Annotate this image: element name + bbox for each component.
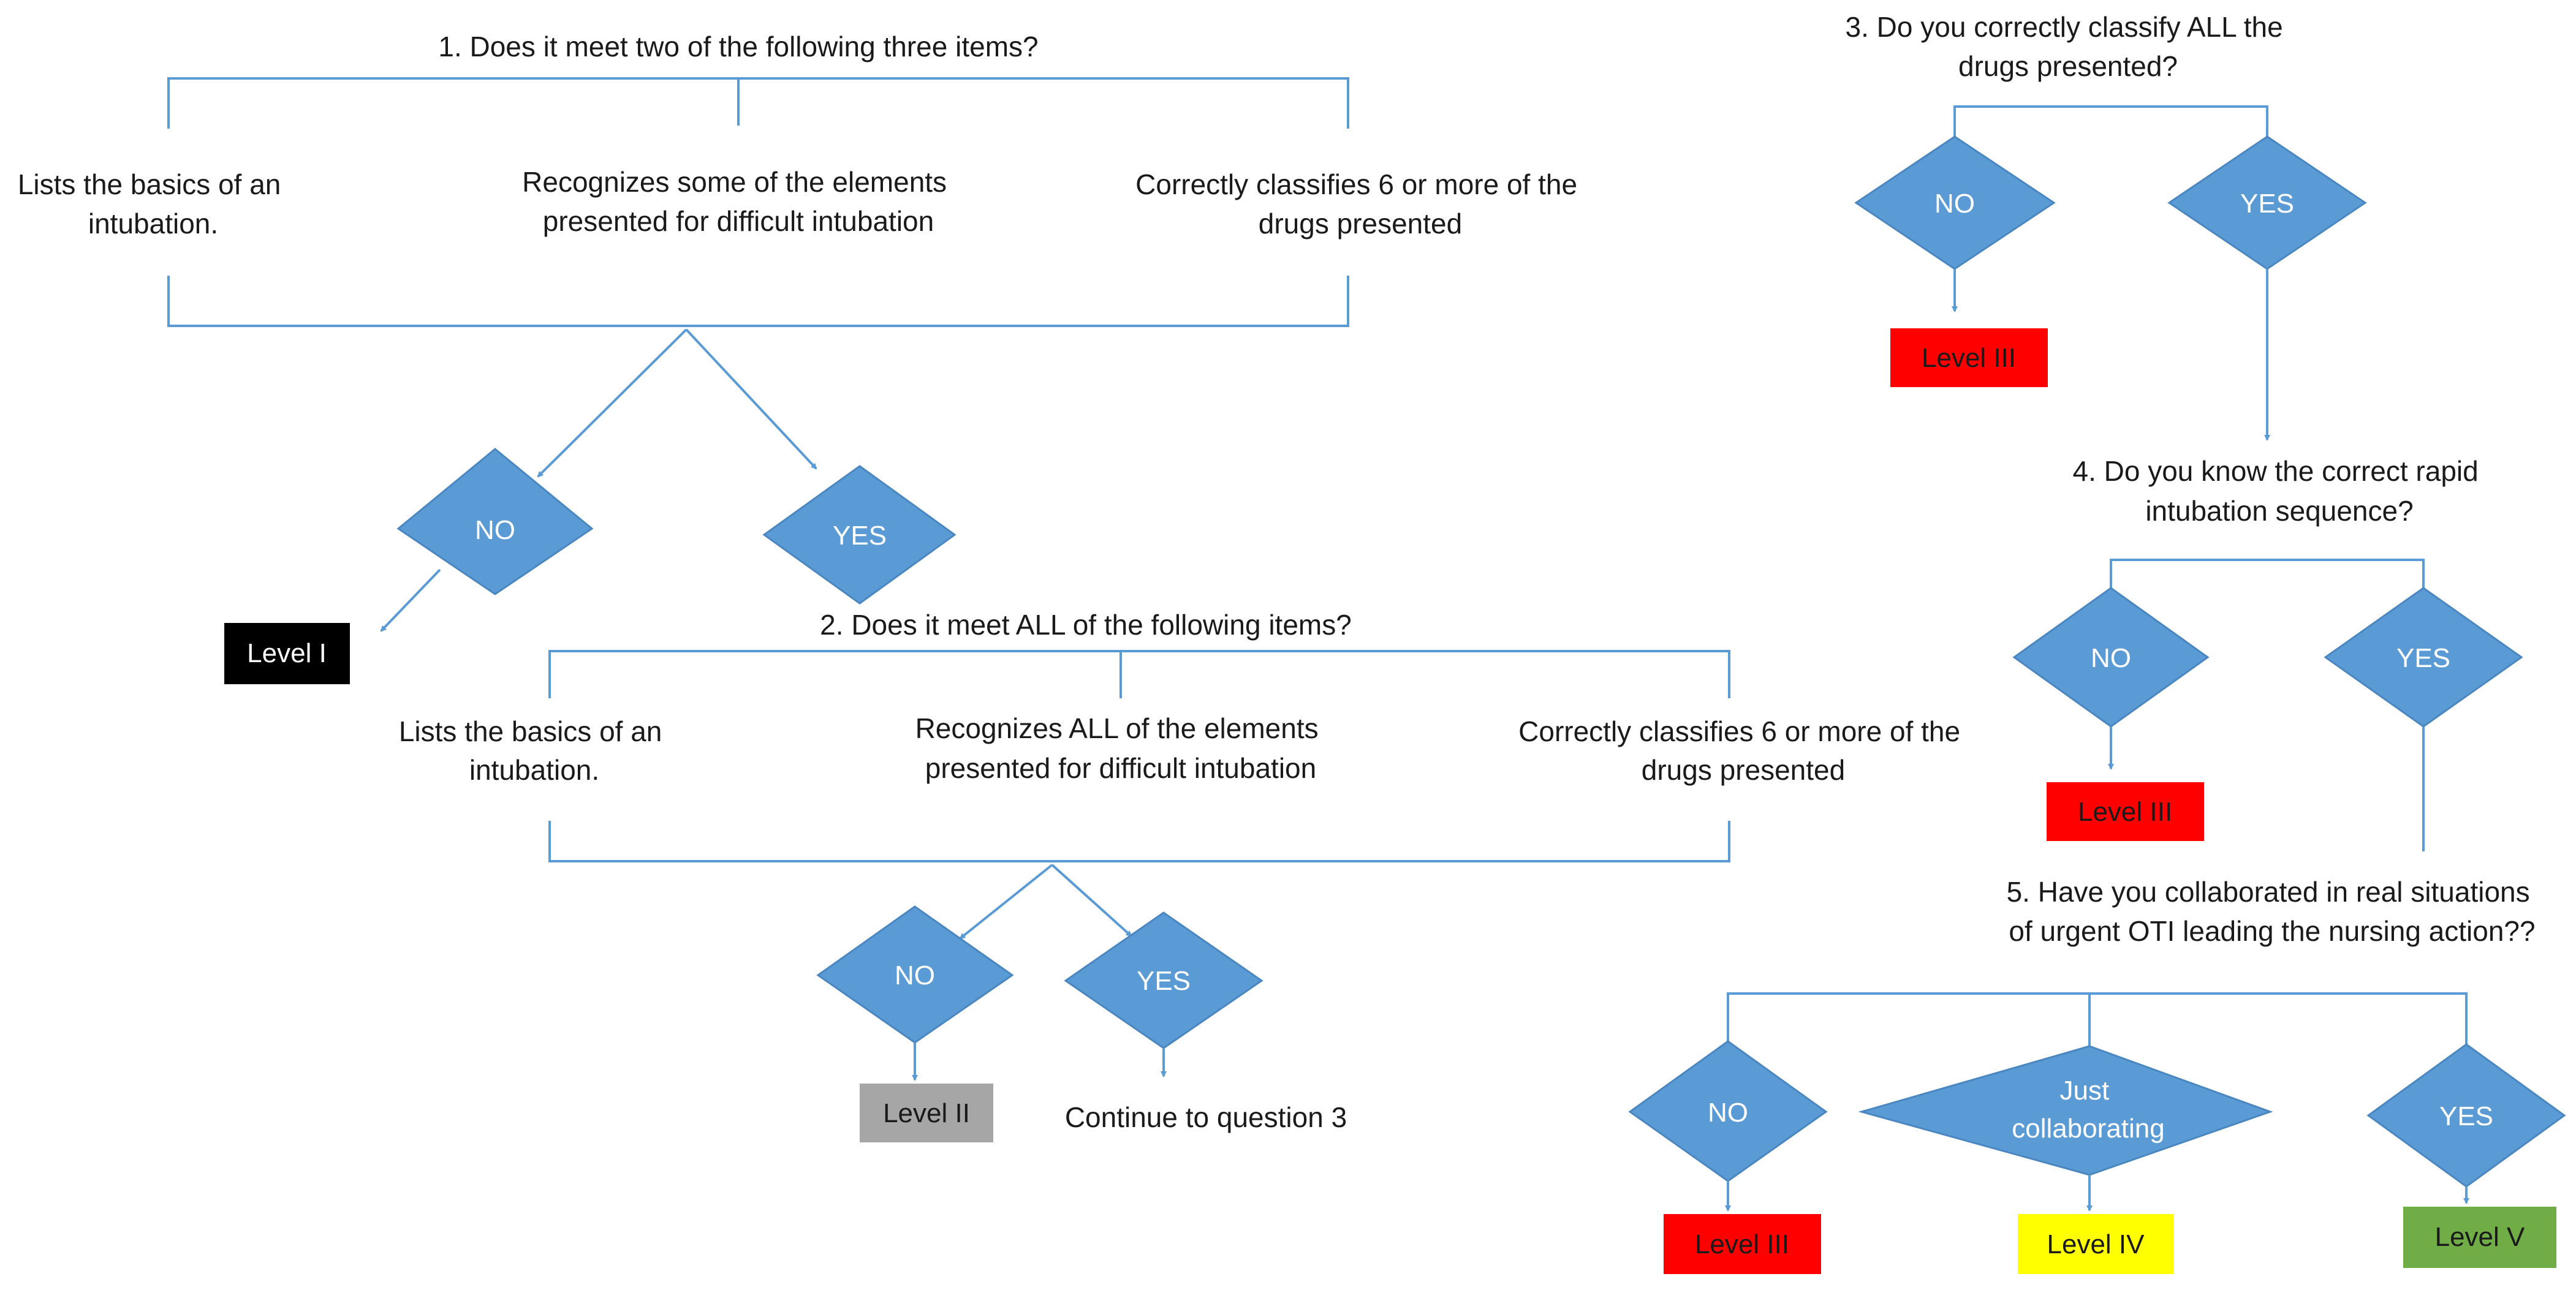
q5-level-iii-box (1664, 1214, 1821, 1274)
level-i-label: Level I (247, 638, 327, 668)
q2-no-label: NO (895, 960, 935, 990)
level-ii-box (860, 1084, 993, 1142)
q4-level-iii-box (2047, 782, 2204, 841)
level-iv-box (2018, 1214, 2174, 1274)
q2-arrow-no (959, 864, 1053, 940)
q5-just-diamond (1858, 1045, 2273, 1176)
q3-title: 3. Do you correctly classify ALL the dru… (1846, 11, 2291, 82)
q1-yes-diamond (762, 465, 957, 605)
q3-no-label: NO (1934, 189, 1975, 219)
q2-bottom-brace (548, 821, 1730, 862)
q1-item-basics: Lists the basics of an intubation. (18, 168, 289, 240)
q4-split (2110, 559, 2425, 588)
q1-yes-label: YES (833, 521, 887, 551)
continue-q3-text: Continue to question 3 (1065, 1101, 1347, 1133)
q2-arrow-yes (1051, 864, 1132, 937)
q1-title: 1. Does it meet two of the following thr… (438, 31, 1038, 62)
q5-just-label: Just collaborating (2012, 1076, 2165, 1144)
q4-no-label: NO (2091, 643, 2131, 673)
q1-arrow-yes (685, 328, 817, 470)
q4-level-iii-label: Level III (2078, 797, 2172, 827)
q5-split (1727, 992, 2468, 1046)
q3-yes-label: YES (2240, 189, 2294, 219)
q1-no-label: NO (475, 515, 515, 545)
q2-item-drugs: Correctly classifies 6 or more of the dr… (1518, 715, 1968, 786)
q2-title: 2. Does it meet ALL of the following ite… (820, 609, 1352, 641)
q1-arrow-no (537, 328, 688, 478)
q3-level-iii-label: Level III (1922, 343, 2016, 373)
q1-no-to-level1-arrow (380, 568, 441, 632)
q1-item-elements: Recognizes some of the elements presente… (522, 166, 955, 237)
q3-split (1953, 105, 2268, 146)
q5-level-iii-label: Level III (1695, 1229, 1789, 1259)
level-iv-label: Level IV (2047, 1229, 2145, 1259)
level-v-box (2403, 1207, 2556, 1268)
level-v-label: Level V (2435, 1222, 2525, 1252)
level-ii-label: Level II (883, 1098, 970, 1128)
q4-title: 4. Do you know the correct rapid intubat… (2073, 455, 2487, 527)
q3-level-iii-box (1890, 328, 2048, 387)
q2-yes-label: YES (1137, 966, 1191, 996)
q5-title: 5. Have you collaborated in real situati… (2007, 876, 2538, 947)
q1-item-drugs: Correctly classifies 6 or more of the dr… (1135, 168, 1585, 240)
level-i-box (224, 623, 350, 684)
q1-no-diamond (396, 448, 594, 595)
q1-bottom-brace (167, 276, 1349, 327)
q1-top-brace (167, 77, 1349, 129)
q2-top-brace (548, 650, 1730, 698)
q5-yes-label: YES (2439, 1101, 2493, 1131)
q2-item-basics: Lists the basics of an intubation. (399, 715, 670, 786)
q4-yes-label: YES (2396, 643, 2450, 673)
q2-item-elements: Recognizes ALL of the elements presented… (915, 712, 1327, 784)
q5-no-label: NO (1708, 1098, 1748, 1128)
